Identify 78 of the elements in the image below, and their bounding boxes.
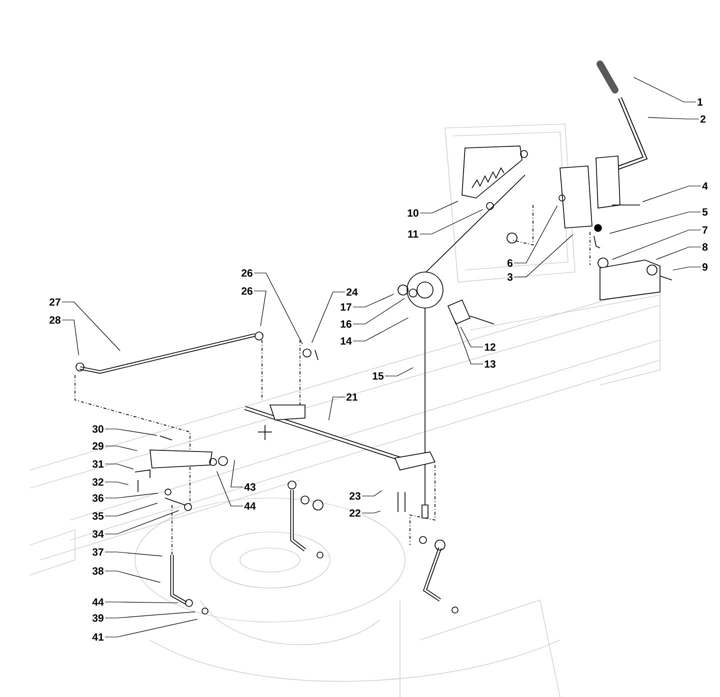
leader-line	[419, 209, 484, 234]
callout-number: 24	[346, 288, 358, 296]
leader-line	[362, 510, 381, 514]
leader-line	[104, 492, 158, 498]
leader-line	[104, 510, 179, 534]
leader-line	[352, 294, 394, 308]
leader-line	[672, 266, 702, 270]
callout-number: 11	[408, 230, 418, 238]
leader-line	[104, 552, 162, 556]
leader-line	[312, 292, 346, 344]
callout-number: 21	[346, 393, 358, 401]
callout-number: 31	[92, 460, 104, 468]
leader-line	[420, 200, 458, 214]
leader-line	[648, 117, 700, 120]
callout-number: 44	[244, 502, 256, 510]
callout-number: 8	[702, 243, 708, 251]
callout-number: 17	[340, 303, 352, 311]
leader-line	[104, 464, 134, 470]
callout-number: 32	[92, 478, 104, 486]
leader-line	[455, 321, 484, 364]
callout-number: 37	[92, 548, 104, 556]
leader-line	[656, 246, 702, 260]
callout-number: 36	[92, 494, 104, 502]
leader-line	[514, 234, 573, 278]
leader-line	[352, 317, 408, 342]
callout-number: 38	[92, 567, 104, 575]
callout-number: 7	[702, 226, 708, 234]
callout-number: 22	[350, 509, 360, 517]
callout-number: 13	[484, 360, 496, 368]
leader-line	[216, 470, 244, 506]
callout-number: 16	[340, 320, 352, 328]
leader-line	[104, 602, 178, 604]
leader-line	[62, 302, 120, 352]
leader-line	[254, 290, 266, 326]
leader-line	[514, 205, 558, 264]
callout-number: 35	[92, 512, 104, 520]
callout-number: 26	[242, 269, 252, 277]
callout-number: 23	[350, 492, 360, 500]
leader-line	[104, 428, 158, 436]
leader-line	[104, 446, 138, 452]
callout-number: 34	[92, 530, 104, 538]
callout-number: 4	[702, 182, 708, 190]
callout-number: 44	[92, 598, 104, 606]
leader-line	[104, 502, 158, 516]
callout-number: 28	[50, 316, 60, 324]
callout-number: 27	[50, 298, 60, 306]
leader-line	[642, 186, 702, 202]
callout-number: 12	[484, 343, 496, 351]
leader-line	[352, 298, 405, 324]
callout-number: 29	[92, 442, 104, 450]
leader-line	[609, 212, 702, 234]
callout-number: 15	[372, 372, 384, 380]
leader-line	[384, 367, 414, 376]
leader-line	[104, 482, 129, 485]
leader-line	[460, 326, 484, 348]
leader-line	[362, 490, 382, 496]
leader-line	[230, 460, 244, 488]
callout-number: 26	[242, 287, 252, 295]
callout-number: 3	[507, 273, 513, 281]
callout-number: 39	[92, 614, 104, 622]
callout-number: 41	[92, 633, 104, 641]
callout-number: 6	[507, 259, 513, 267]
callout-number: 43	[244, 483, 256, 491]
leader-line	[612, 230, 702, 260]
leader-line	[634, 77, 696, 102]
leader-line	[254, 272, 303, 344]
leader-line	[104, 618, 198, 638]
callout-number: 5	[702, 208, 708, 216]
leader-line	[104, 570, 161, 583]
leader-line	[62, 320, 79, 356]
callout-number: 1	[698, 98, 703, 106]
callout-number: 10	[408, 209, 418, 217]
callout-number: 2	[700, 115, 706, 123]
leader-line	[104, 612, 196, 618]
callout-number: 9	[702, 263, 708, 271]
leader-line	[328, 396, 346, 420]
callout-number: 14	[340, 337, 352, 345]
callout-number: 30	[92, 425, 104, 433]
